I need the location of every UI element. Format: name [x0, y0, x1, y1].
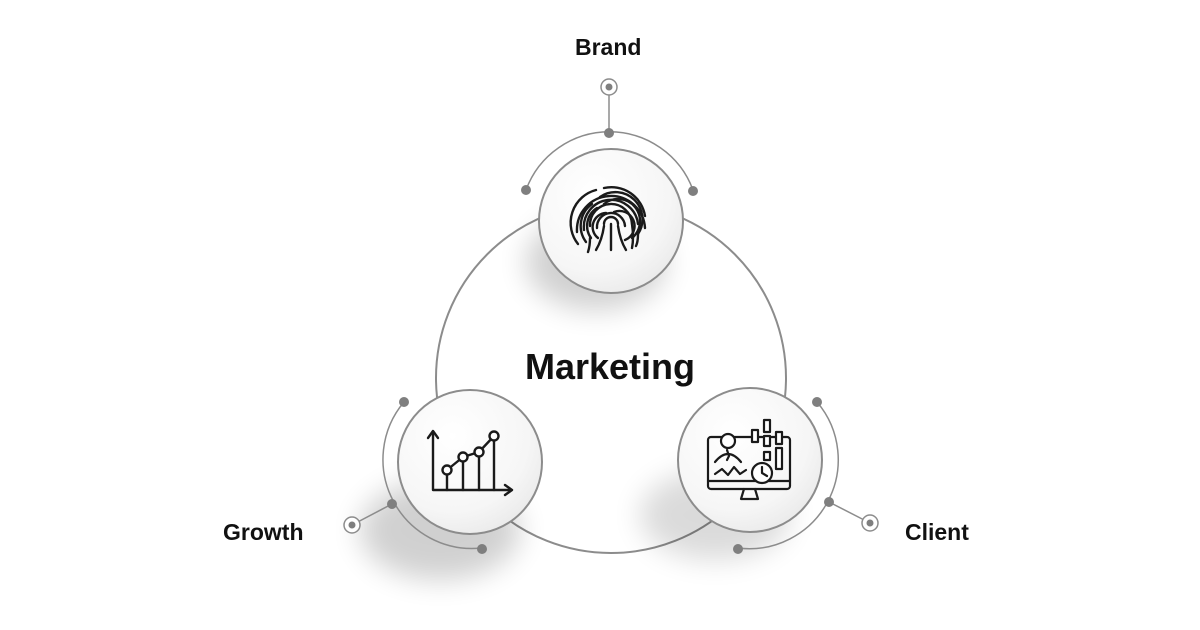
center-label: Marketing	[524, 346, 696, 387]
client-arc-dot-bottom	[733, 544, 743, 554]
client-node-circle	[677, 387, 823, 533]
brand-label: Brand	[575, 34, 642, 60]
growth-chart-icon	[426, 429, 514, 497]
fingerprint-icon	[569, 186, 647, 254]
brand-arc-dot-left	[521, 185, 531, 195]
client-arc-dot-top	[812, 397, 822, 407]
brand-arc-dot-right	[688, 186, 698, 196]
brand-arc-dot-top	[604, 128, 614, 138]
growth-arc-dot-bottom	[477, 544, 487, 554]
client-monitor-icon	[706, 418, 792, 501]
growth-arc-dot-mid	[387, 499, 397, 509]
growth-arc-dot-top	[399, 397, 409, 407]
client-pin-dot	[866, 519, 874, 527]
client-label: Client	[905, 519, 969, 545]
brand-pin-dot	[605, 83, 613, 91]
growth-label: Growth	[223, 519, 304, 545]
brand-node-circle	[538, 148, 684, 294]
growth-node-circle	[397, 389, 543, 535]
growth-pin-dot	[348, 521, 356, 529]
client-arc-dot-mid	[824, 497, 834, 507]
